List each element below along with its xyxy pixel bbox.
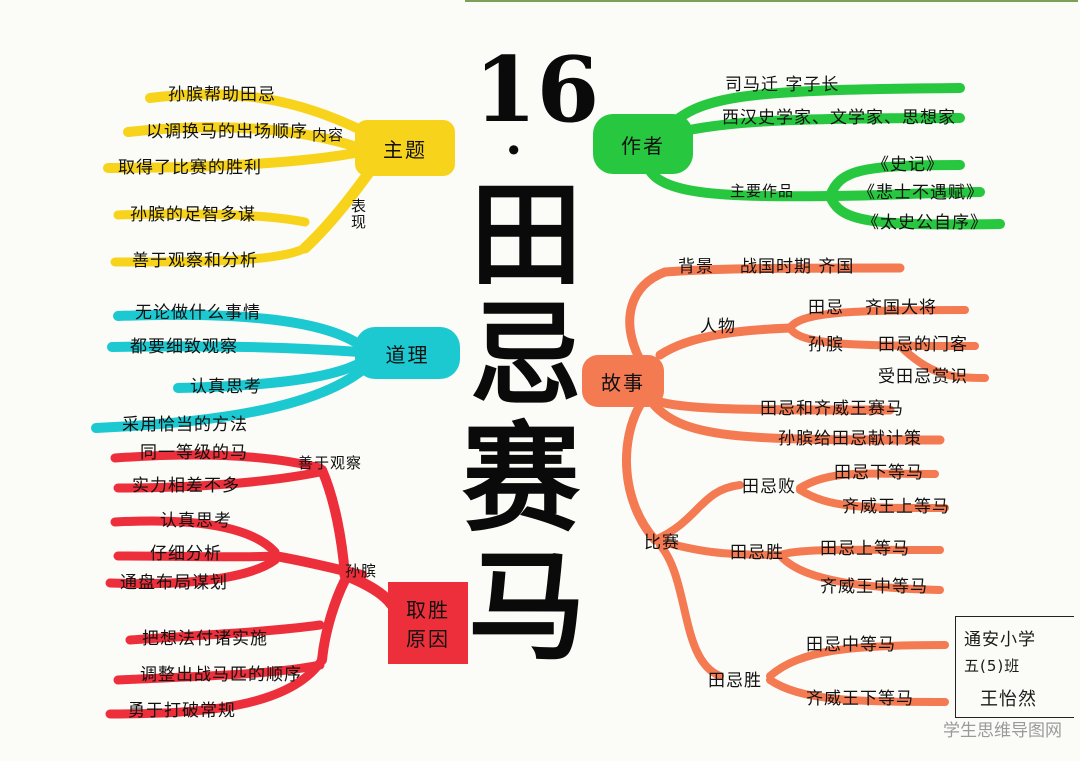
reasons-branch-lines bbox=[105, 450, 398, 719]
story-race-item: 齐威王上等马 bbox=[842, 497, 950, 517]
story-race-item: 齐威王下等马 bbox=[806, 689, 914, 709]
title-char-2: 忌 bbox=[470, 290, 582, 421]
author-node-bg bbox=[593, 114, 693, 174]
theme-item: 孙膑的足智多谋 bbox=[130, 205, 256, 225]
story-race-label: 比赛 bbox=[644, 533, 680, 553]
principle-item: 认真思考 bbox=[190, 377, 262, 397]
story-lose-label: 田忌败 bbox=[742, 477, 796, 497]
theme-item: 孙膑帮助田忌 bbox=[168, 85, 276, 105]
theme-item: 取得了比赛的胜利 bbox=[118, 158, 262, 178]
reasons-node: 取胜 原因 bbox=[388, 582, 468, 664]
reasons-think-item: 通盘布局谋划 bbox=[120, 573, 228, 593]
title-char-3: 赛 bbox=[462, 409, 581, 548]
theme-node: 主题 bbox=[383, 137, 427, 162]
story-race-item: 田忌下等马 bbox=[834, 463, 924, 483]
author-title: 西汉史学家、文学家、思想家 bbox=[722, 108, 956, 128]
story-sunbin: 孙膑 bbox=[808, 335, 844, 355]
reasons-observe-item: 实力相差不多 bbox=[132, 476, 240, 496]
author-name: 司马迁 字子长 bbox=[725, 75, 840, 95]
principle-branch-lines bbox=[91, 309, 370, 433]
reasons-link-sunbin: 孙膑 bbox=[345, 562, 378, 580]
author-node: 作者 bbox=[621, 133, 665, 158]
watermark: 学生思维导图网 bbox=[943, 721, 1062, 741]
story-background-label: 背景 bbox=[678, 257, 714, 277]
reasons-node-bg bbox=[388, 582, 468, 664]
author-work: 《悲士不遇赋》 bbox=[858, 183, 984, 203]
theme-link-content: 内容 bbox=[312, 126, 345, 144]
story-node-bg bbox=[582, 355, 664, 407]
reasons-act-item: 把想法付诸实施 bbox=[142, 629, 268, 649]
theme-link-express: 表现 bbox=[349, 198, 367, 230]
principle-item: 都要细致观察 bbox=[130, 337, 238, 357]
principle-item: 无论做什么事情 bbox=[135, 303, 261, 323]
title-char-1: 田 bbox=[470, 170, 582, 301]
credit-name: 王怡然 bbox=[980, 689, 1037, 710]
author-work: 《史记》 bbox=[872, 155, 944, 175]
theme-node-bg bbox=[355, 120, 455, 176]
reasons-act-item: 调整出战马匹的顺序 bbox=[140, 665, 302, 685]
reasons-observe-item: 同一等级的马 bbox=[140, 443, 248, 463]
story-plot: 孙膑给田忌献计策 bbox=[778, 429, 922, 449]
story-tianji: 田忌 bbox=[808, 298, 844, 318]
story-people-label: 人物 bbox=[700, 317, 736, 337]
story-node: 故事 bbox=[601, 370, 645, 395]
story-race-item: 田忌上等马 bbox=[820, 539, 910, 559]
title-char-4: 马 bbox=[468, 537, 587, 676]
title-dot: · bbox=[505, 120, 523, 179]
credit-school: 通安小学 bbox=[964, 630, 1036, 650]
reasons-node-line1: 取胜 bbox=[406, 598, 450, 622]
principle-item: 采用恰当的方法 bbox=[122, 415, 248, 435]
story-sunbin-desc2: 受田忌赏识 bbox=[878, 367, 968, 387]
story-plot: 田忌和齐威王赛马 bbox=[760, 399, 904, 419]
story-tianji-desc: 齐国大将 bbox=[865, 298, 937, 318]
reasons-node-line2: 原因 bbox=[406, 627, 450, 651]
reasons-think-item: 认真思考 bbox=[160, 511, 232, 531]
story-race-item: 齐威王中等马 bbox=[820, 577, 928, 597]
author-work: 《太史公自序》 bbox=[862, 213, 988, 233]
title-number: 16 bbox=[474, 37, 600, 143]
story-sunbin-desc1: 田忌的门客 bbox=[878, 335, 968, 355]
story-win1-label: 田忌胜 bbox=[730, 543, 784, 563]
reasons-think-item: 仔细分析 bbox=[150, 544, 222, 564]
story-race-item: 田忌中等马 bbox=[806, 635, 896, 655]
reasons-act-item: 勇于打破常规 bbox=[128, 701, 236, 721]
credit-class: 五(5)班 bbox=[964, 657, 1021, 675]
credit-box: 通安小学 五(5)班 王怡然 bbox=[955, 616, 1074, 718]
theme-branch-lines bbox=[103, 89, 385, 267]
theme-item: 善于观察和分析 bbox=[132, 251, 258, 271]
principle-node-bg bbox=[355, 327, 460, 379]
theme-item: 以调换马的出场顺序 bbox=[146, 122, 308, 142]
principle-node: 道理 bbox=[385, 342, 430, 367]
story-branch-lines bbox=[622, 263, 989, 706]
story-background: 战国时期 齐国 bbox=[740, 257, 855, 277]
reasons-link-observe: 善于观察 bbox=[298, 454, 363, 472]
story-win2-label: 田忌胜 bbox=[708, 671, 762, 691]
author-works-label: 主要作品 bbox=[730, 182, 795, 200]
